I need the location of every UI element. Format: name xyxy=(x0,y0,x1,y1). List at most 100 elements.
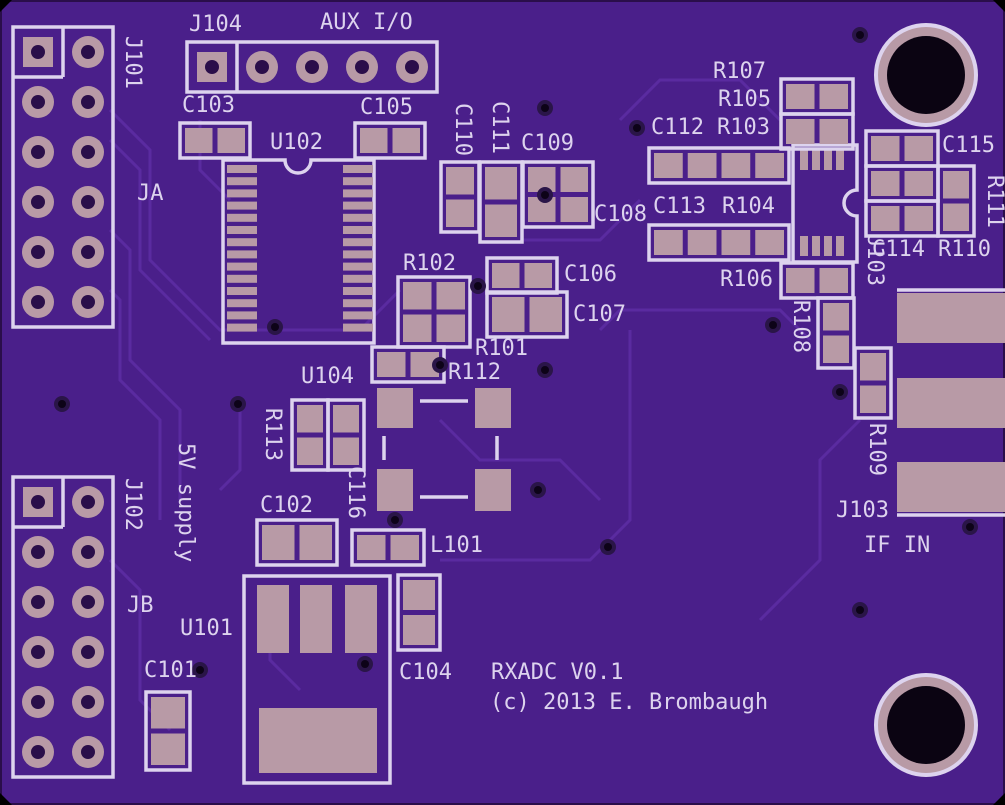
label-jb: JB xyxy=(127,593,154,618)
th-pin xyxy=(72,586,104,618)
connector-j103 xyxy=(897,288,1005,517)
corner-chamfer xyxy=(993,0,1005,12)
label-copyright: (c) 2013 E. Brombaugh xyxy=(490,690,769,715)
smd-component xyxy=(478,160,524,244)
th-pin xyxy=(72,36,104,68)
label-r107: R107 xyxy=(713,59,766,84)
smd-component xyxy=(290,398,330,472)
label-c103: C103 xyxy=(182,93,235,118)
smd-component xyxy=(350,528,426,567)
ic-u102-pads xyxy=(227,165,373,332)
label-c106: C106 xyxy=(564,262,617,287)
label-j104: J104 xyxy=(189,12,242,37)
label-c109: C109 xyxy=(521,131,574,156)
via xyxy=(530,482,546,498)
smd-component xyxy=(326,398,366,472)
th-pin xyxy=(72,736,104,768)
smd-component xyxy=(864,129,940,168)
th-pin xyxy=(22,86,54,118)
th-pin xyxy=(22,236,54,268)
label-r102: R102 xyxy=(403,251,456,276)
label-u101: U101 xyxy=(180,616,233,641)
label-c105: C105 xyxy=(360,95,413,120)
label-r105: R105 xyxy=(718,87,771,112)
via xyxy=(832,384,848,400)
smd-component xyxy=(485,256,559,295)
label-c107: C107 xyxy=(573,302,626,327)
corner-chamfer xyxy=(993,793,1005,805)
th-pin xyxy=(72,486,104,518)
label-r108: R108 xyxy=(788,300,813,353)
th-pin xyxy=(22,636,54,668)
smd-component xyxy=(779,112,855,151)
header-j104 xyxy=(185,40,439,94)
via xyxy=(537,187,553,203)
th-pin xyxy=(396,51,428,83)
smd-component xyxy=(816,296,856,370)
smd-component xyxy=(439,160,481,234)
label-j103: J103 xyxy=(836,498,889,523)
th-pin xyxy=(72,686,104,718)
header-j101 xyxy=(11,25,115,329)
via xyxy=(765,317,781,333)
label-c104: C104 xyxy=(399,660,452,685)
th-pin xyxy=(72,236,104,268)
label-c108: C108 xyxy=(594,202,647,227)
th-pin xyxy=(22,286,54,318)
smd-component xyxy=(144,690,192,772)
label-5v-supply: 5V supply xyxy=(173,443,198,563)
vias xyxy=(54,27,978,678)
smd-component xyxy=(647,223,791,262)
label-board-name: RXADC V0.1 xyxy=(491,660,624,685)
passive-components xyxy=(144,77,976,772)
label-r113: R113 xyxy=(260,408,285,461)
th-pin xyxy=(346,51,378,83)
label-u104: U104 xyxy=(301,364,354,389)
th-pin xyxy=(22,586,54,618)
label-c110: C110 xyxy=(450,103,475,156)
th-pin xyxy=(22,136,54,168)
copper-traces xyxy=(108,78,862,732)
mounting-hole-top xyxy=(874,23,978,127)
ic-u104 xyxy=(377,388,511,511)
th-pin xyxy=(22,736,54,768)
label-j102: J102 xyxy=(120,478,145,531)
via xyxy=(387,512,403,528)
label-r110: R110 xyxy=(938,237,991,262)
smd-component xyxy=(353,121,427,160)
label-j101: J101 xyxy=(120,36,145,89)
smd-component xyxy=(255,518,339,567)
via xyxy=(432,357,448,373)
label-aux-io: AUX I/O xyxy=(320,10,413,35)
label-c115: C115 xyxy=(942,133,995,158)
th-pin xyxy=(72,286,104,318)
th-pin xyxy=(23,487,53,517)
label-if-in: IF IN xyxy=(864,533,931,558)
mounting-hole-bottom xyxy=(874,673,978,777)
via xyxy=(192,662,208,678)
th-pin xyxy=(197,52,227,82)
label-r101: R101 xyxy=(475,336,528,361)
via xyxy=(600,539,616,555)
corner-chamfer xyxy=(0,0,12,12)
label-c114: C114 xyxy=(872,237,925,262)
smd-component xyxy=(396,573,442,652)
label-r104: R104 xyxy=(722,194,775,219)
th-pin xyxy=(296,51,328,83)
label-c111: C111 xyxy=(487,101,512,154)
via xyxy=(852,27,868,43)
via xyxy=(267,319,283,335)
smd-component xyxy=(936,164,976,238)
th-pin xyxy=(72,86,104,118)
via xyxy=(537,100,553,116)
label-r109: R109 xyxy=(864,423,889,476)
via xyxy=(470,278,486,294)
smd-component xyxy=(396,275,472,349)
ic-u102 xyxy=(221,158,376,345)
smd-component xyxy=(853,346,893,420)
label-c101: C101 xyxy=(144,658,197,683)
th-pin xyxy=(22,536,54,568)
smd-component xyxy=(864,164,940,203)
via xyxy=(962,519,978,535)
